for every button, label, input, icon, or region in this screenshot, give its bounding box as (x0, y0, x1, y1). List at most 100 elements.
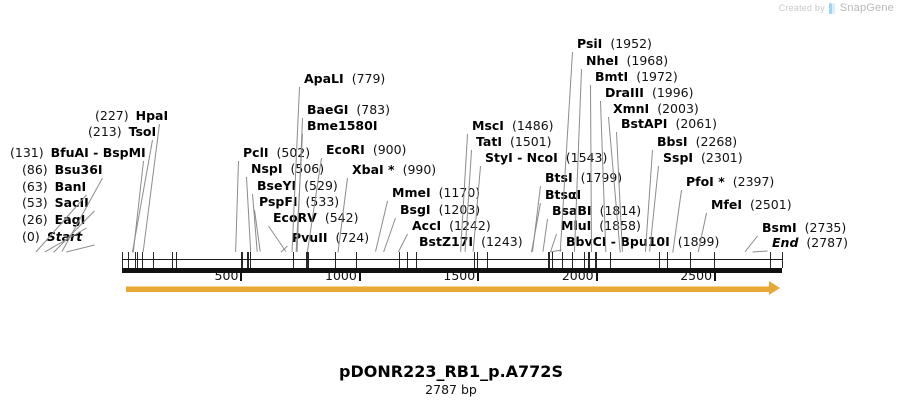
orientation-arrow-head (769, 281, 780, 295)
site-position: (1486) (511, 118, 554, 133)
site-position: (86) (22, 162, 48, 177)
site-label: PfoI *(2397) (686, 174, 775, 189)
site-position: (2787) (806, 235, 848, 250)
site-name: Bme1580I (307, 118, 378, 133)
site-tick (142, 252, 143, 268)
snapgene-logo-icon (828, 2, 836, 14)
site-tick (588, 252, 589, 268)
site-tick (572, 252, 573, 268)
site-label: BtsI (1799) (545, 170, 623, 185)
site-label: BmtI(1972) (595, 69, 678, 84)
site-position: (227) (95, 108, 129, 123)
site-tick (584, 252, 585, 268)
site-tick (562, 252, 563, 268)
snapgene-watermark: Created by SnapGene (779, 2, 894, 14)
site-tick (477, 252, 478, 268)
site-label: MmeI (1170) (392, 185, 481, 200)
site-tick (552, 252, 553, 268)
site-position: (1952) (610, 36, 652, 51)
site-label: EcoRI(900) (326, 142, 407, 157)
site-name: MluI (561, 218, 592, 233)
site-tick (176, 252, 177, 268)
site-position: (2397) (732, 174, 775, 189)
site-position: (2301) (701, 150, 743, 165)
site-tick (335, 252, 336, 268)
site-name: TatI (476, 134, 502, 149)
site-label: BstAPI(2061) (621, 117, 717, 131)
site-tick (122, 252, 123, 268)
site-label: SspI(2301) (663, 150, 743, 165)
site-tick (241, 252, 242, 268)
site-name: BsaBI (552, 203, 592, 218)
site-name: BfuAI - BspMI (50, 145, 146, 160)
site-position: (2501) (750, 197, 792, 212)
site-position: (1501) (509, 134, 552, 149)
site-position: (2268) (695, 134, 738, 149)
site-tick (128, 252, 129, 268)
site-position: (1543) (565, 150, 608, 165)
site-tick (589, 252, 590, 268)
site-tick (690, 252, 691, 268)
site-name: BstZ17I (419, 234, 474, 249)
site-label: MluI(1858) (561, 218, 641, 233)
site-tick (610, 252, 611, 268)
site-tick (172, 252, 173, 268)
site-name: MmeI (392, 185, 431, 200)
site-tick (659, 252, 660, 268)
site-label: BaeGI(783) (307, 102, 390, 117)
site-position: (53) (22, 195, 48, 210)
site-label: End(2787) (772, 235, 848, 250)
site-position: (26) (22, 212, 48, 227)
site-tick (416, 252, 417, 268)
ruler-tick (714, 270, 717, 281)
site-label: BsmI(2735) (762, 220, 847, 235)
site-name: BsgI (400, 202, 431, 217)
site-position: (131) (10, 145, 44, 160)
site-position: (1242) (449, 218, 491, 233)
site-name: Start (46, 229, 83, 244)
ruler-tick (240, 270, 243, 281)
site-name: BtsI (545, 170, 573, 185)
site-tick (242, 252, 243, 268)
site-tick (549, 252, 550, 268)
site-name: NspI (251, 161, 283, 176)
ruler-label: 1000 (325, 268, 357, 283)
site-tick (356, 252, 357, 268)
site-position: (1799) (580, 170, 623, 185)
site-tick (293, 252, 294, 268)
site-position: (529) (304, 178, 338, 193)
site-position: (1899) (677, 234, 720, 249)
site-label: BbvCI - Bpu10I(1899) (566, 234, 720, 249)
site-label: BsgI(1203) (400, 202, 480, 217)
site-tick (407, 252, 408, 268)
site-label: (213)TsoI (88, 124, 157, 139)
site-name: ApaLI (304, 71, 344, 86)
site-position: (1972) (636, 69, 678, 84)
site-position: (1996) (651, 85, 694, 100)
site-label: (0)Start (22, 229, 83, 244)
ruler-label: 2500 (680, 268, 713, 283)
site-name: NheI (586, 53, 619, 68)
site-name: HpaI (135, 108, 169, 123)
site-name: Bsu36I (54, 162, 103, 177)
site-name: XbaI * (352, 162, 395, 177)
site-label: TatI (1501) (476, 134, 552, 149)
page-title: pDONR223_RB1_p.A772S (339, 362, 563, 381)
site-name: XmnI (613, 101, 650, 116)
site-name: PspFI (259, 194, 298, 209)
site-tick (487, 252, 488, 268)
site-name: TsoI (128, 124, 157, 139)
site-label: Bme1580I (307, 118, 385, 133)
site-name: BaeGI (307, 102, 349, 117)
site-position: (2735) (804, 220, 847, 235)
site-name: DraIII (605, 85, 644, 100)
site-position: (900) (372, 142, 407, 157)
site-position: (502) (276, 145, 311, 160)
site-label: BtsαI (545, 188, 589, 202)
site-position: (1170) (438, 185, 481, 200)
site-tick (474, 252, 475, 268)
site-tick (770, 252, 771, 268)
site-tick (714, 252, 715, 268)
site-label: BsaBI(1814) (552, 203, 641, 218)
site-tick (782, 252, 783, 268)
